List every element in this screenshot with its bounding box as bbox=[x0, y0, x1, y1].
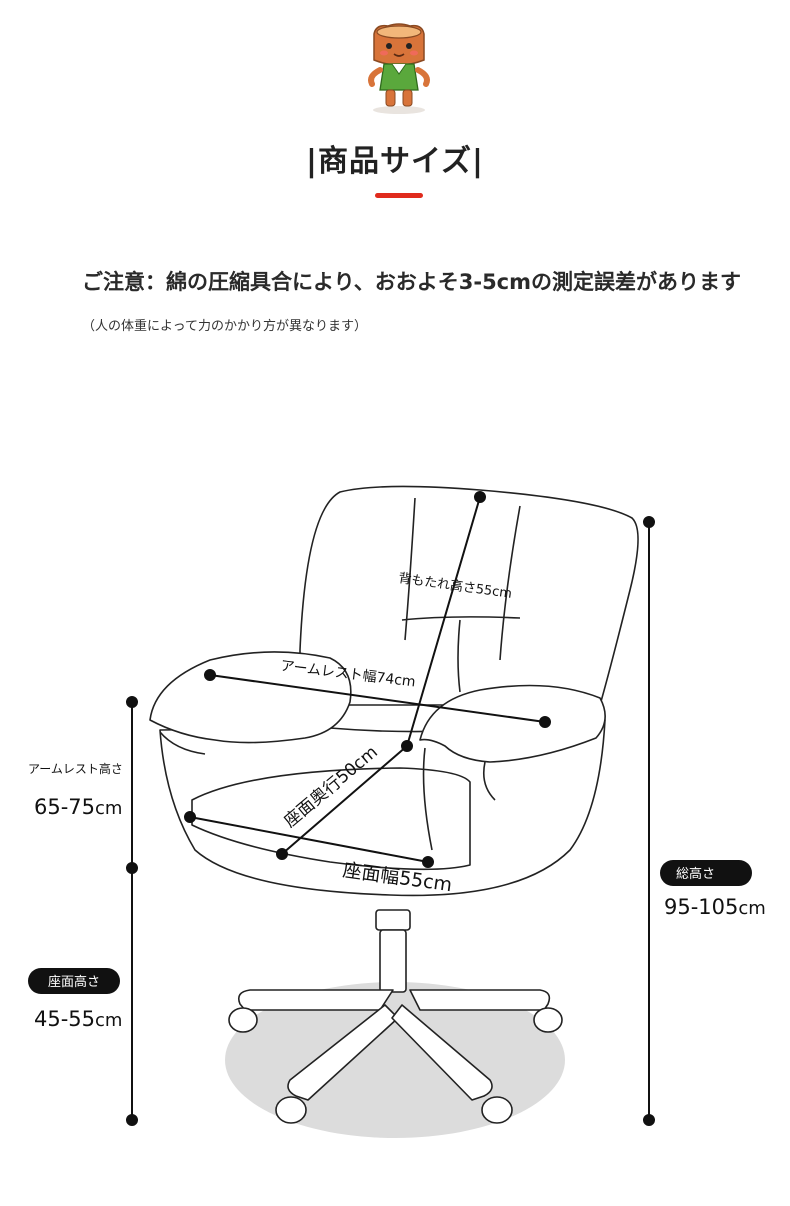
page-title: |商品サイズ| bbox=[305, 144, 484, 179]
total-height-value: 95-105cm bbox=[664, 895, 766, 919]
seat-height-label: 座面高さ bbox=[48, 974, 100, 990]
total-height-badge bbox=[660, 860, 752, 886]
seat-height-badge bbox=[28, 968, 120, 994]
armrest-height-label: アームレスト高さ bbox=[28, 761, 123, 776]
mascot-image bbox=[368, 23, 430, 114]
chair-illustration bbox=[149, 485, 639, 1124]
measurement-note-sub: （人の体重によって力のかかり方が異なります） bbox=[82, 319, 367, 334]
total-height-label: 総高さ bbox=[676, 866, 715, 882]
measurement-note: ご注意：綿の圧縮具合により、おおよそ3-5cmの測定誤差があります bbox=[82, 270, 742, 294]
title-underline bbox=[375, 193, 423, 198]
armrest-height-value: 65-75cm bbox=[34, 795, 122, 819]
seat-height-value: 45-55cm bbox=[34, 1007, 122, 1031]
chair-dimension-diagram: 背もたれ高さ55cm アームレスト幅74cm 座面奥行50cm 座面幅55cm … bbox=[28, 485, 766, 1138]
